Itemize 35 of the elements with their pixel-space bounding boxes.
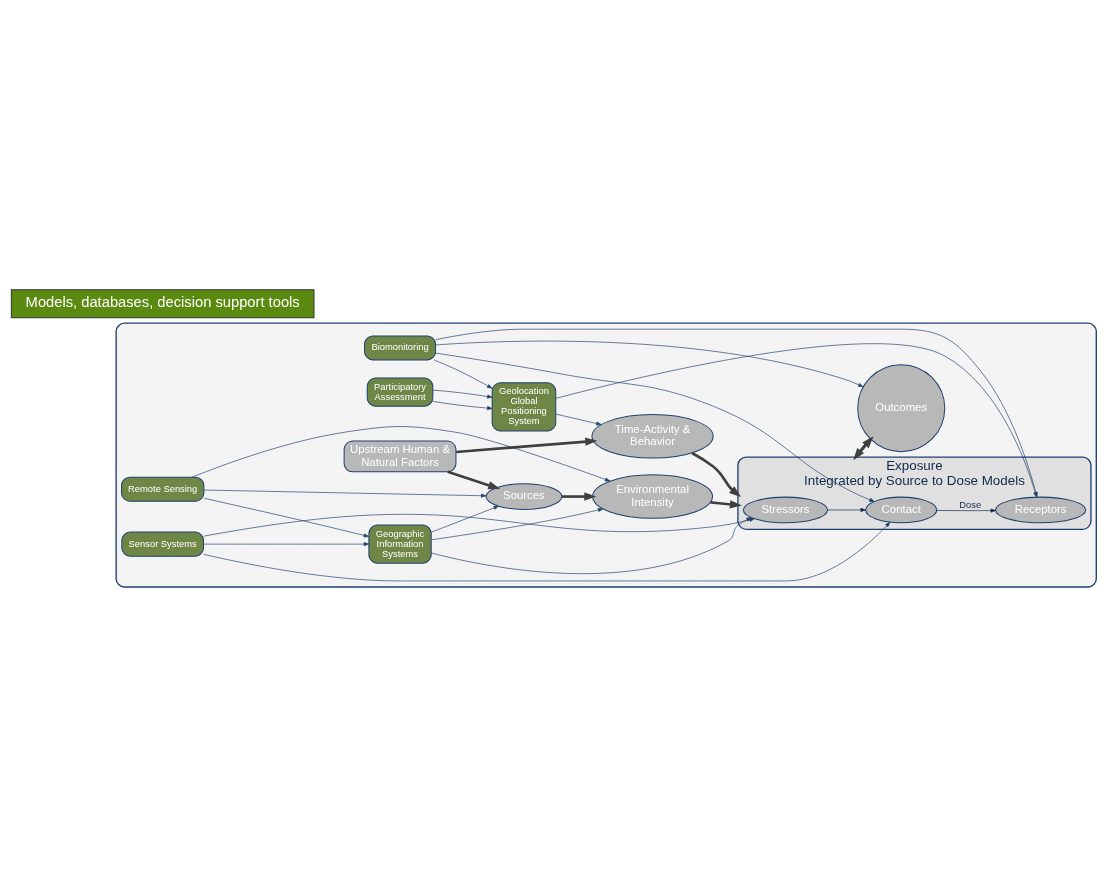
arrow — [555, 342, 1038, 497]
arrow — [203, 489, 487, 498]
arrow — [203, 541, 370, 546]
node-box: Remote Sensing — [121, 476, 205, 502]
arrow — [555, 413, 602, 425]
node-box: Models, databases, decision support tools — [10, 288, 315, 318]
arrow — [456, 436, 598, 453]
arrow — [191, 425, 611, 481]
arrow — [936, 508, 996, 513]
arrow — [203, 497, 370, 537]
arrow — [435, 328, 1038, 497]
node-box: Geographic Information Systems — [368, 524, 432, 564]
arrow — [430, 516, 752, 574]
arrow — [447, 470, 501, 489]
arrow — [561, 491, 597, 501]
arrow — [433, 359, 493, 389]
arrow — [203, 513, 755, 537]
node-ellipse: Time-Activity & Behavior — [591, 413, 714, 459]
node-box: Participatory Assessment — [366, 377, 434, 407]
node-ellipse: Environmental Intensity — [592, 473, 714, 519]
arrow — [431, 507, 604, 540]
edge-label: Dose — [959, 499, 982, 510]
arrow — [430, 505, 499, 533]
arrow — [691, 451, 742, 497]
node-box: Geolocation Global Positioning System — [491, 381, 557, 431]
arrow — [710, 499, 742, 509]
arrow — [435, 340, 864, 387]
arrow — [432, 400, 493, 410]
node-box: Sensor Systems — [121, 531, 204, 557]
arrow — [827, 507, 866, 512]
node-box: Biomonitoring — [364, 334, 436, 360]
cluster — [115, 322, 1097, 588]
node-box: Upstream Human & Natural Factors — [343, 440, 457, 472]
node-ellipse: Receptors — [995, 496, 1087, 523]
arrow — [432, 389, 493, 398]
